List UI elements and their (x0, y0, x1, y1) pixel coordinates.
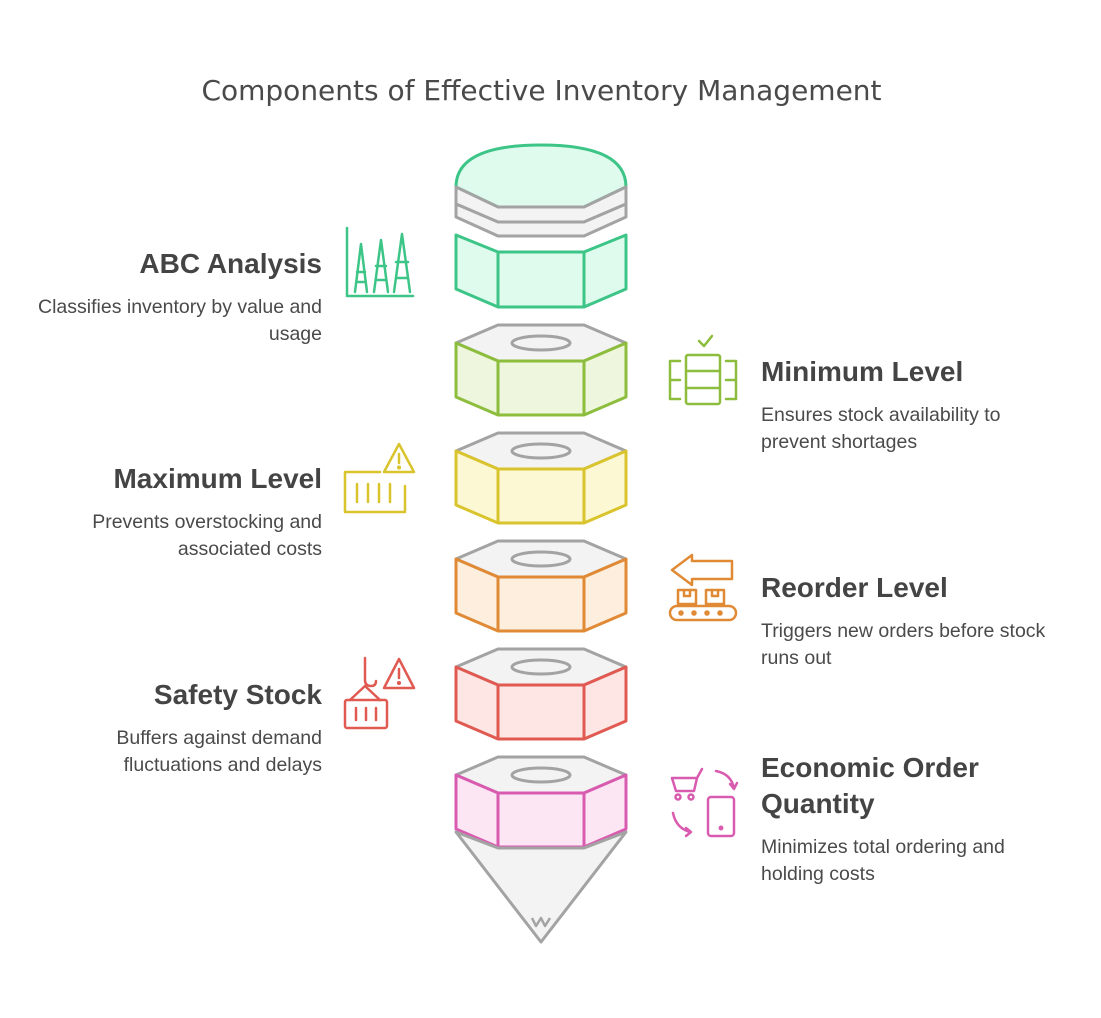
component-minimum-level: Minimum Level Ensures stock availability… (761, 354, 1051, 456)
stack-segment-minimum-level (454, 323, 628, 417)
crane-warning-icon (343, 656, 416, 730)
component-description: Ensures stock availability to prevent sh… (761, 404, 1001, 453)
component-title: ABC Analysis (139, 248, 322, 279)
stack-segment-economic-order-quantity (454, 755, 628, 849)
component-title: Economic Order Quantity (761, 752, 979, 819)
component-description: Prevents overstocking and associated cos… (92, 511, 322, 560)
component-maximum-level: Maximum Level Prevents overstocking and … (22, 461, 322, 563)
stacked-boxes-icon (668, 334, 738, 406)
stack-tip (454, 830, 628, 944)
container-warning-icon (343, 442, 416, 514)
stack-segment-safety-stock (454, 647, 628, 741)
cart-phone-icon (670, 767, 739, 838)
component-economic-order-quantity: Economic Order Quantity Minimizes total … (761, 750, 1051, 888)
component-description: Triggers new orders before stock runs ou… (761, 620, 1046, 669)
component-safety-stock: Safety Stock Buffers against demand fluc… (22, 677, 322, 779)
stack-segment-reorder-level (454, 539, 628, 633)
component-description: Minimizes total ordering and holding cos… (761, 836, 1005, 885)
stack-segment-maximum-level (454, 431, 628, 525)
component-title: Maximum Level (113, 463, 322, 494)
stack-segment-abc-analysis (454, 143, 628, 309)
component-title: Minimum Level (761, 356, 964, 387)
component-title: Reorder Level (761, 572, 948, 603)
page-title: Components of Effective Inventory Manage… (201, 74, 882, 107)
component-description: Buffers against demand fluctuations and … (116, 727, 322, 776)
component-description: Classifies inventory by value and usage (38, 296, 322, 345)
component-abc-analysis: ABC Analysis Classifies inventory by val… (22, 246, 322, 348)
chart-icon (345, 226, 415, 298)
conveyor-arrow-icon (668, 553, 738, 622)
component-reorder-level: Reorder Level Triggers new orders before… (761, 570, 1051, 672)
component-title: Safety Stock (153, 679, 322, 710)
